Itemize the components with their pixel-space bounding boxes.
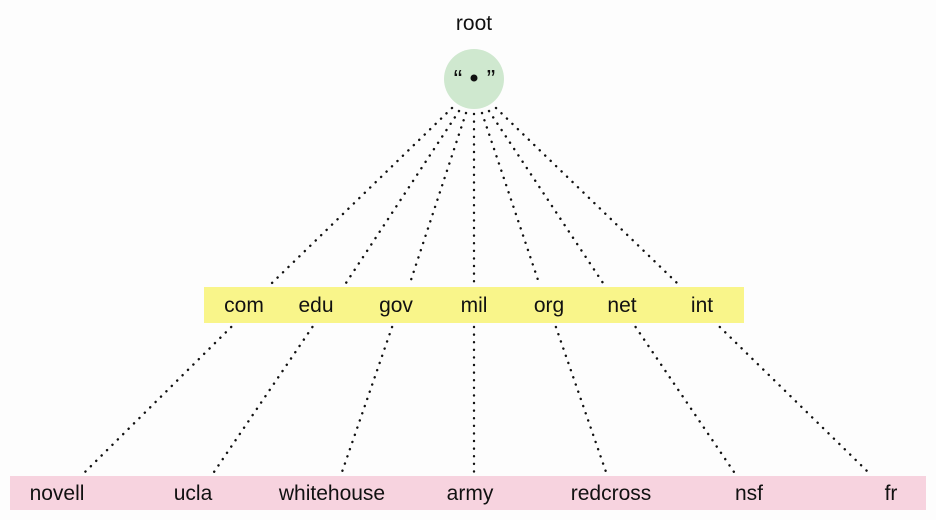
edge-net-leaf <box>634 325 736 474</box>
dotted-edges <box>83 106 870 474</box>
edge-gov-leaf <box>340 325 394 474</box>
edge-root-gov <box>408 111 468 285</box>
tld-band <box>204 287 744 323</box>
edge-com-leaf <box>83 325 233 474</box>
edge-root-org <box>480 111 541 285</box>
edge-org-leaf <box>554 325 608 474</box>
domain-novell: novell <box>30 482 85 505</box>
root-open-quote: “ <box>454 64 463 94</box>
domain-whitehouse: whitehouse <box>278 482 385 505</box>
domain-redcross: redcross <box>571 482 652 505</box>
domain-ucla: ucla <box>174 482 213 505</box>
root-label: root <box>456 12 492 35</box>
edge-int-leaf <box>718 325 870 474</box>
domain-fr: fr <box>885 482 898 505</box>
edge-root-net <box>487 109 605 285</box>
tld-mil: mil <box>461 294 488 317</box>
edge-edu-leaf <box>212 325 314 474</box>
tld-labels: com edu gov mil org net int <box>224 294 713 317</box>
domain-army: army <box>447 482 494 505</box>
tld-edu: edu <box>298 294 333 317</box>
leaf-labels: novell ucla whitehouse army redcross nsf… <box>30 482 898 505</box>
tld-gov: gov <box>379 294 413 317</box>
root-dot <box>470 74 478 82</box>
tld-com: com <box>224 294 264 317</box>
tld-org: org <box>534 294 564 317</box>
second-level-band <box>10 476 926 510</box>
edge-root-edu <box>344 109 461 285</box>
root-close-quote: ” <box>487 64 496 94</box>
tld-int: int <box>691 294 713 317</box>
tld-net: net <box>607 294 636 317</box>
domain-nsf: nsf <box>735 482 763 505</box>
